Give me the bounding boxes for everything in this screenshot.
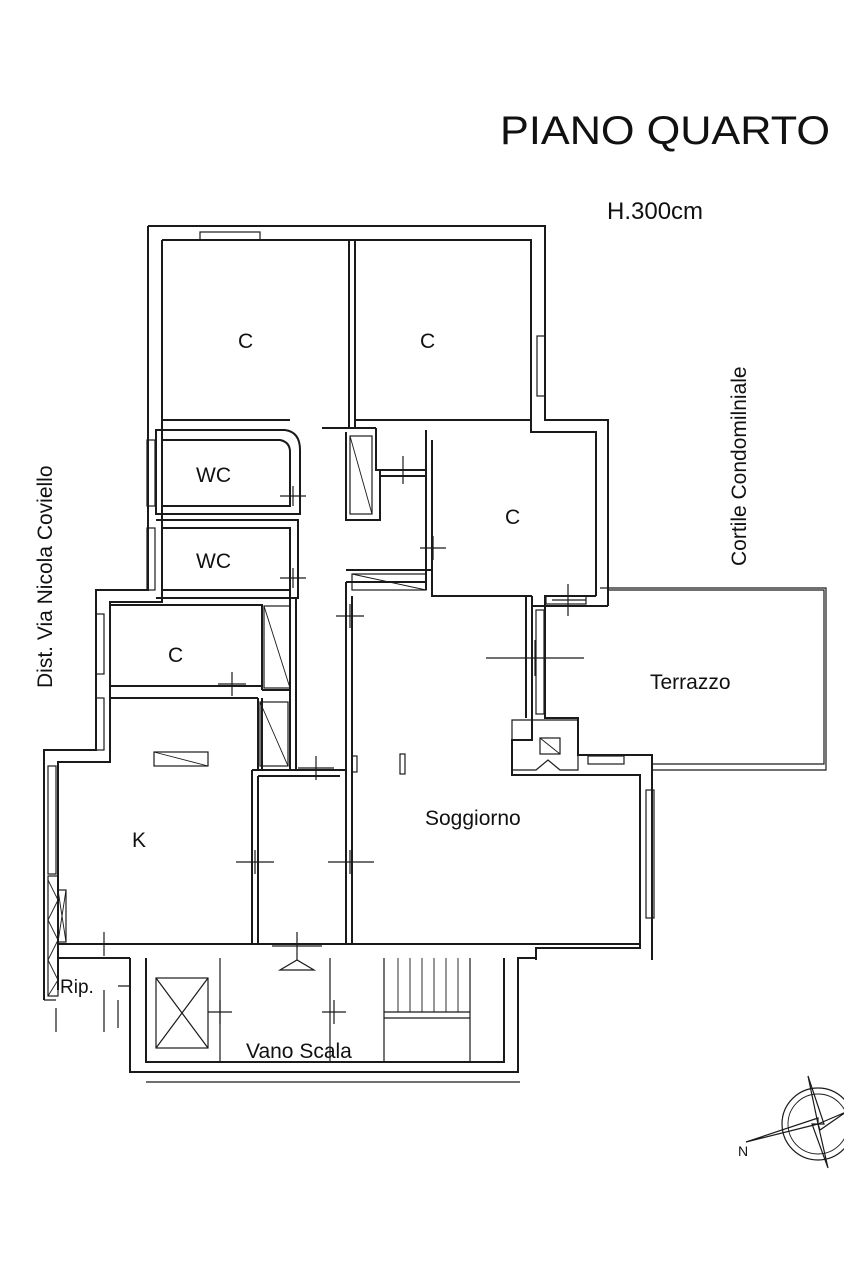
room-label-living: Soggiorno: [425, 807, 521, 830]
room-label-bedroom-4: C: [168, 644, 183, 667]
room-label-wc-2: WC: [196, 550, 231, 573]
room-label-terrace: Terrazzo: [650, 671, 731, 694]
room-label-bedroom-3: C: [505, 506, 520, 529]
room-label-bedroom-2: C: [420, 330, 435, 353]
windows: [47, 231, 655, 919]
compass-north-label: N: [738, 1143, 748, 1159]
closet-hatches: [47, 435, 579, 997]
street-label: Dist. Via Nicola Coviello: [34, 465, 57, 688]
plan-title: PIANO QUARTO: [500, 109, 830, 153]
compass-rose: [745, 1075, 844, 1169]
ceiling-height-note: H.300cm: [607, 198, 703, 225]
room-label-wc-1: WC: [196, 464, 231, 487]
room-label-kitchen: K: [132, 829, 146, 852]
courtyard-label: Cortile Condomilniale: [728, 366, 751, 566]
room-label-storage: Rip.: [60, 977, 94, 998]
room-label-stairwell: Vano Scala: [246, 1040, 352, 1063]
interior-walls: [110, 240, 533, 944]
door-marks: [90, 456, 586, 1024]
room-label-bedroom-1: C: [238, 330, 253, 353]
stairwell-detail: [155, 958, 471, 1062]
terrace-outline: [600, 587, 827, 771]
outer-walls: [43, 225, 653, 1083]
